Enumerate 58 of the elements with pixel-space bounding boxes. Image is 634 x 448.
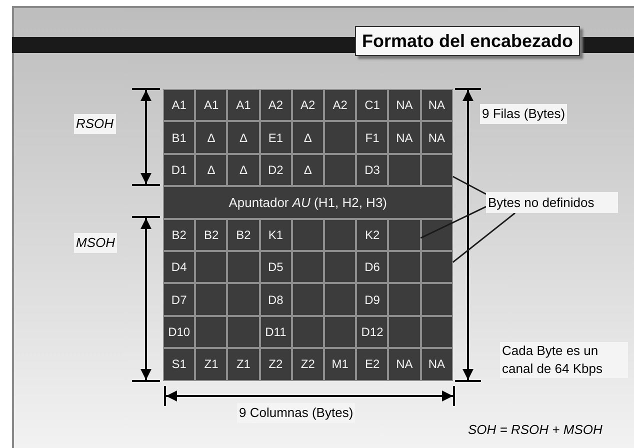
byte-cell: D1 xyxy=(164,154,194,186)
byte-cell: A1 xyxy=(228,90,259,120)
dimension-label: 9 Filas (Bytes) xyxy=(480,104,568,124)
section-label: RSOH xyxy=(74,114,116,134)
byte-cell: A2 xyxy=(260,90,291,120)
byte-cell: D4 xyxy=(164,252,194,282)
byte-cell: D5 xyxy=(260,252,291,282)
byte-cell: NA xyxy=(422,90,452,120)
section-label: MSOH xyxy=(74,233,117,252)
byte-cell: D7 xyxy=(164,284,194,315)
byte-cell: M1 xyxy=(325,349,356,380)
byte-cell: Δ xyxy=(292,122,323,153)
byte-cell: D8 xyxy=(260,284,291,315)
byte-cell: NA xyxy=(389,122,420,153)
byte-cell: C1 xyxy=(357,90,388,120)
title: Formato del encabezado xyxy=(355,26,580,56)
byte-cell: Z1 xyxy=(196,349,226,380)
byte-cell: D2 xyxy=(260,154,291,186)
byte-cell: K2 xyxy=(357,220,388,250)
formula-text: SOH = RSOH + MSOH xyxy=(467,421,604,439)
byte-cell: B1 xyxy=(164,122,194,153)
byte-cell: NA xyxy=(422,349,452,380)
leader-line xyxy=(452,176,486,195)
byte-cell: Δ xyxy=(292,154,323,186)
byte-cell: NA xyxy=(389,349,420,380)
byte-cell: Z2 xyxy=(292,349,323,380)
byte-cell: D3 xyxy=(357,154,388,186)
byte-cell: A2 xyxy=(325,90,356,120)
byte-cell: NA xyxy=(422,122,452,153)
byte-cell: D9 xyxy=(357,284,388,315)
note-text: Cada Byte es un canal de 64 Kbps xyxy=(500,342,628,378)
byte-cell: E1 xyxy=(260,122,291,153)
byte-cell: Δ xyxy=(196,154,226,186)
byte-cell: F1 xyxy=(357,122,388,153)
byte-cell: A1 xyxy=(164,90,194,120)
byte-cell: A1 xyxy=(196,90,226,120)
byte-cell: E2 xyxy=(357,349,388,380)
byte-cell: D12 xyxy=(357,316,388,348)
byte-cell: Δ xyxy=(228,122,259,153)
byte-cell: Z1 xyxy=(228,349,259,380)
byte-cell: A2 xyxy=(292,90,323,120)
leader-line xyxy=(452,212,516,263)
byte-cell: B2 xyxy=(164,220,194,250)
byte-cell: D10 xyxy=(164,316,194,348)
byte-cell: NA xyxy=(389,90,420,120)
byte-cell: Δ xyxy=(196,122,226,153)
byte-cell: S1 xyxy=(164,349,194,380)
callout-label: Bytes no definidos xyxy=(486,192,618,213)
byte-cell: K1 xyxy=(260,220,291,250)
byte-cell: Z2 xyxy=(260,349,291,380)
byte-cell: B2 xyxy=(228,220,259,250)
byte-cell: D6 xyxy=(357,252,388,282)
dimension-label: 9 Columnas (Bytes) xyxy=(237,403,356,422)
leader-line xyxy=(420,206,486,239)
byte-cell: Δ xyxy=(228,154,259,186)
byte-cell: D11 xyxy=(260,316,291,348)
byte-cell: B2 xyxy=(196,220,226,250)
pointer-row-cell: Apuntador AU (H1, H2, H3) xyxy=(164,187,452,218)
